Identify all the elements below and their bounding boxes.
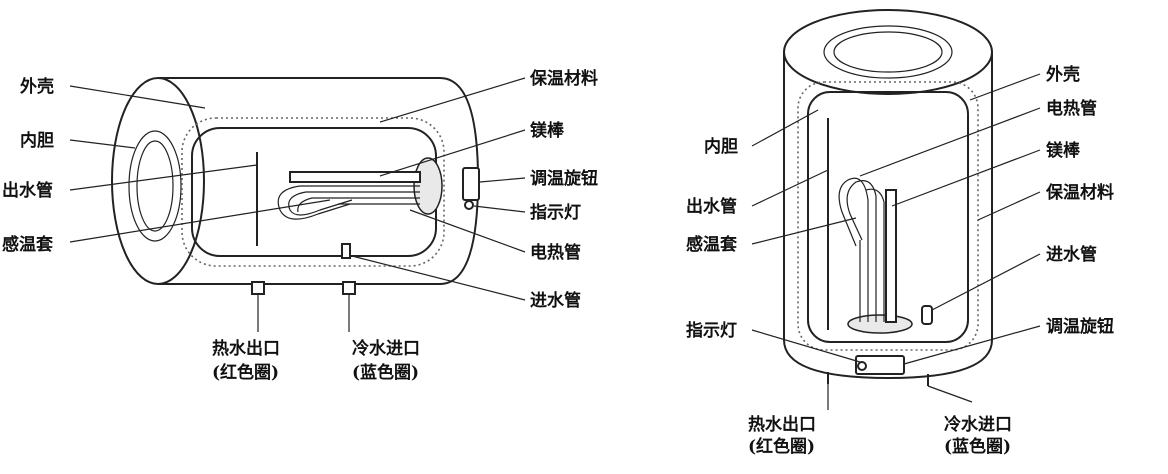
left-label-inner-tank: 内胆: [20, 130, 54, 151]
right-label-inlet-pipe: 进水管: [1046, 244, 1097, 265]
left-label-shell: 外壳: [20, 76, 54, 97]
left-label-hot-outlet: 热水出口: [212, 338, 280, 359]
horizontal-heater-labels: 外壳 内胆 出水管 感温套 保温材料 镁棒 调温旋钮 指示灯 电热管 进水管 热…: [2, 68, 598, 383]
horizontal-heater-heating-tube: [277, 185, 420, 220]
horizontal-heater-thermostat-knob: [462, 167, 480, 201]
vertical-heater-indicator-light: [857, 361, 867, 371]
vertical-heater-flange: [847, 314, 913, 334]
left-label-hot-outlet-note: (红色圈): [212, 362, 279, 383]
horizontal-heater-insulation: [181, 117, 445, 267]
left-label-cold-inlet-note: (蓝色圈): [352, 362, 419, 383]
left-label-outlet-pipe: 出水管: [2, 180, 53, 201]
vertical-heater-illustration: [751, 9, 1041, 410]
right-label-hot-outlet: 热水出口: [748, 414, 816, 435]
horizontal-heater-end-cap: [111, 77, 205, 285]
left-label-insulation: 保温材料: [529, 68, 598, 89]
vertical-heater-top-opening-inner: [833, 31, 943, 73]
vertical-heater-labels: 外壳 电热管 内胆 镁棒 出水管 保温材料 感温套 进水管 指示灯 调温旋钮 热…: [686, 64, 1114, 457]
right-label-shell: 外壳: [1046, 64, 1080, 85]
vertical-heater-heating-tube: [838, 177, 885, 322]
vertical-heater-top-opening: [823, 25, 953, 79]
vertical-heater-insulation: [797, 81, 979, 351]
right-label-cold-inlet: 冷水进口: [944, 414, 1012, 435]
left-label-cold-inlet: 冷水进口: [352, 338, 420, 359]
right-label-outlet-pipe: 出水管: [686, 196, 737, 217]
left-label-magnesium-rod: 镁棒: [530, 120, 565, 141]
right-label-inner-tank: 内胆: [704, 136, 738, 157]
horizontal-heater-illustration: [69, 77, 526, 332]
horizontal-heater-indicator-light: [464, 200, 474, 210]
horizontal-heater-opening-inner: [136, 140, 174, 232]
vertical-heater-magnesium-rod: [885, 189, 897, 323]
right-label-magnesium-rod: 镁棒: [1046, 140, 1081, 161]
horizontal-heater-cold-connector: [342, 281, 356, 295]
left-label-inlet-pipe: 进水管: [530, 290, 581, 311]
horizontal-heater-hot-connector: [251, 281, 265, 295]
left-label-sensor-sleeve: 感温套: [2, 234, 54, 255]
right-label-hot-outlet-note: (红色圈): [748, 436, 815, 457]
right-label-indicator-light: 指示灯: [686, 320, 737, 341]
vertical-heater-control-box: [855, 355, 905, 375]
vertical-heater-top-cap: [783, 9, 993, 95]
right-label-cold-inlet-note: (蓝色圈): [944, 436, 1011, 457]
left-label-thermostat-knob: 调温旋钮: [530, 168, 598, 189]
left-label-indicator-light: 指示灯: [530, 202, 581, 223]
vertical-heater-inlet-pipe: [921, 305, 933, 325]
horizontal-heater-opening: [128, 130, 182, 242]
left-label-heating-tube: 电热管: [530, 242, 581, 263]
right-label-insulation: 保温材料: [1045, 182, 1114, 203]
horizontal-heater-magnesium-rod: [289, 171, 421, 183]
vertical-heater-inner-tank: [807, 91, 969, 343]
right-label-sensor-sleeve: 感温套: [686, 234, 738, 255]
horizontal-heater-inlet-pipe: [341, 243, 351, 259]
right-label-heating-tube: 电热管: [1046, 98, 1097, 119]
right-label-thermostat-knob: 调温旋钮: [1046, 316, 1114, 337]
